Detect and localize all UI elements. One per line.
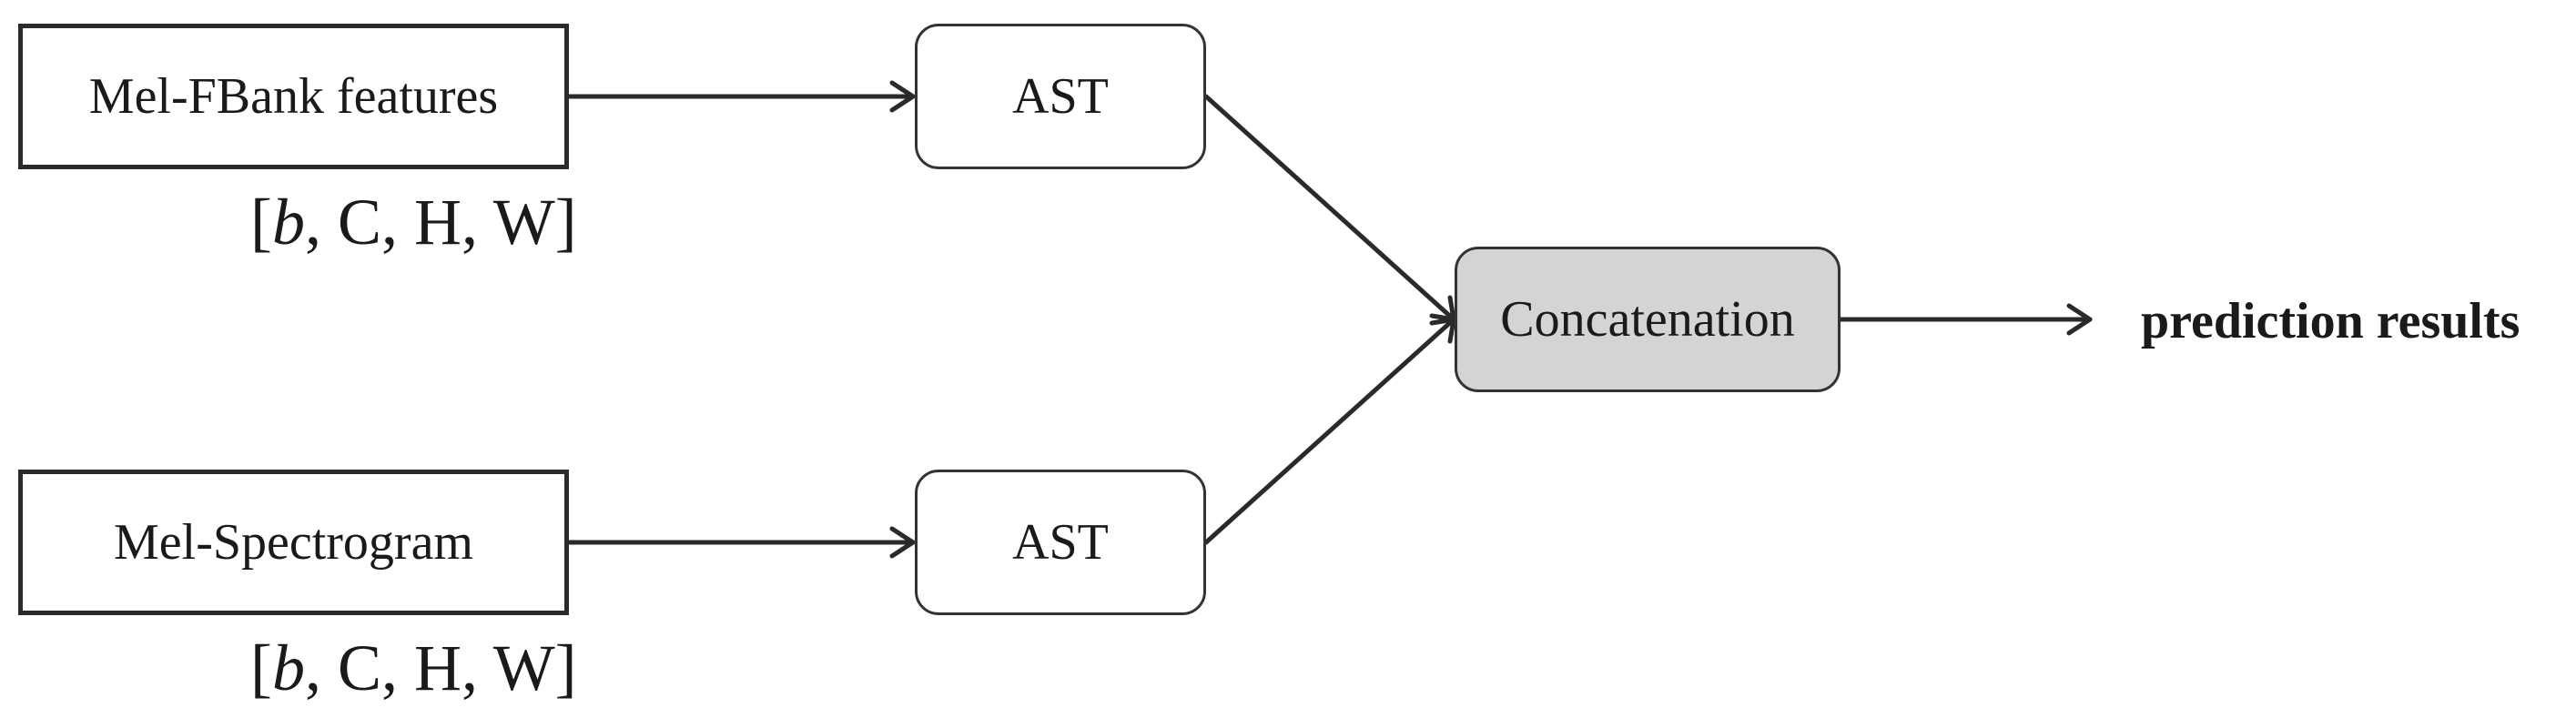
- node-ast-top: AST: [915, 24, 1206, 169]
- node-ast-bottom-label: AST: [1012, 514, 1109, 571]
- node-mel-spectrogram: Mel-Spectrogram: [18, 470, 569, 615]
- node-ast-bottom: AST: [915, 470, 1206, 615]
- node-concatenation: Concatenation: [1455, 247, 1841, 392]
- arrowhead-concat-bottom: [1429, 317, 1456, 344]
- tensor-shape-spectrogram: [b, C, H, W]: [250, 632, 577, 704]
- edge-ast-top-to-concat: [1203, 94, 1456, 322]
- edge-ast-bottom-to-concat: [1203, 317, 1456, 545]
- node-ast-top-label: AST: [1012, 68, 1109, 125]
- arrowhead-output: [2066, 303, 2093, 336]
- node-mel-fbank-features: Mel-FBank features: [18, 24, 569, 169]
- arrowhead-ast-bottom: [889, 526, 916, 559]
- node-concatenation-label: Concatenation: [1500, 291, 1795, 348]
- output-prediction-results: prediction results: [2141, 293, 2520, 349]
- node-mel-spectrogram-label: Mel-Spectrogram: [114, 514, 473, 571]
- node-mel-fbank-features-label: Mel-FBank features: [88, 68, 499, 125]
- arrowhead-ast-top: [889, 80, 916, 113]
- tensor-shape-fbank: [b, C, H, W]: [250, 186, 577, 258]
